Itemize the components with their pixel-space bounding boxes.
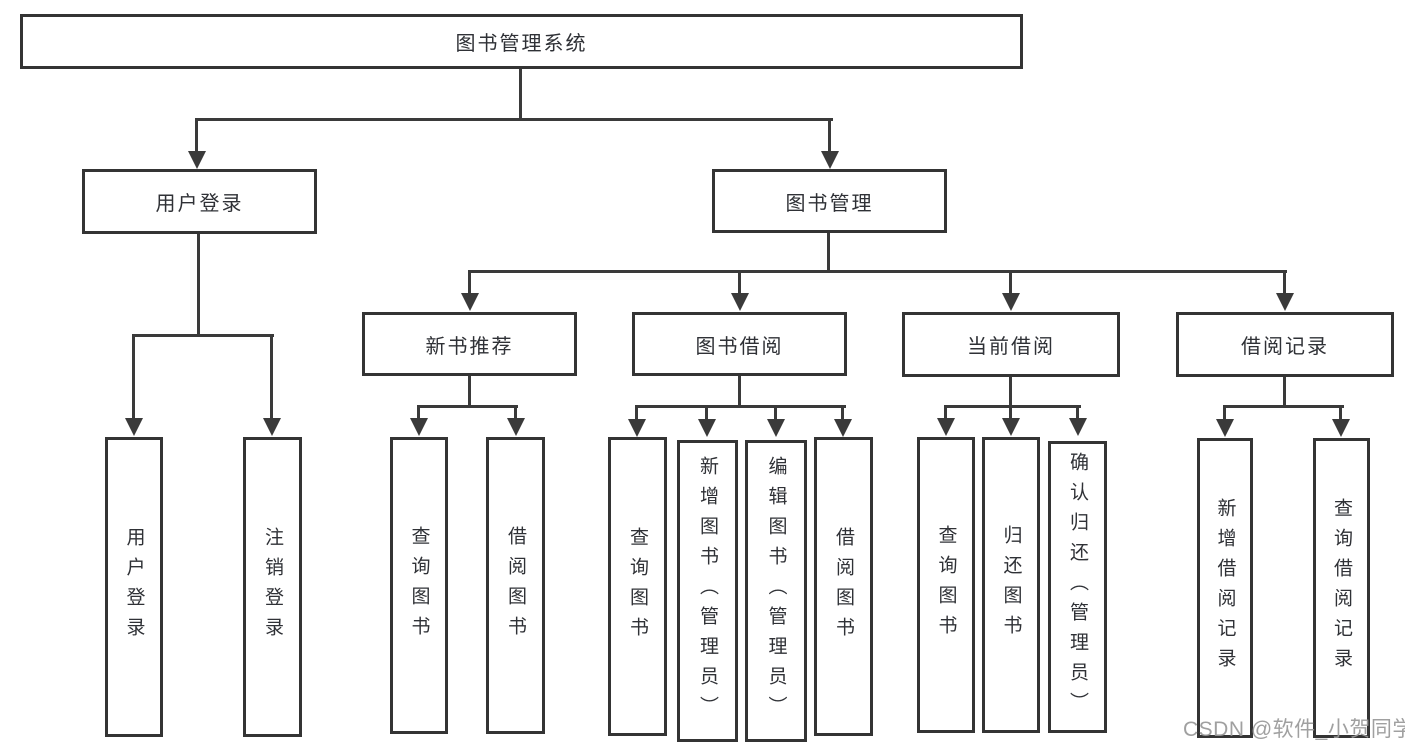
- node-label: 新增借阅记录: [1214, 498, 1236, 678]
- node-logout: 注销登录: [243, 437, 302, 737]
- watermark: CSDN @软件_小贺同学: [1183, 718, 1405, 741]
- node-borrow-books-recommend: 借阅图书: [486, 437, 545, 734]
- connector-line: [270, 334, 273, 420]
- connector-line: [132, 334, 135, 420]
- connector-line: [132, 334, 274, 337]
- node-add-borrow-record: 新增借阅记录: [1197, 438, 1253, 738]
- arrow-down-icon: [1276, 293, 1294, 311]
- arrow-down-icon: [698, 419, 716, 437]
- node-library-management-system: 图书管理系统: [20, 14, 1023, 69]
- node-borrowing-records: 借阅记录: [1176, 312, 1394, 377]
- connector-line: [774, 405, 777, 421]
- connector-line: [944, 405, 1081, 408]
- connector-line: [1283, 270, 1286, 297]
- connector-line: [841, 405, 844, 421]
- node-label: 查询借阅记录: [1331, 498, 1352, 678]
- connector-line: [828, 118, 831, 153]
- arrow-down-icon: [1332, 419, 1350, 437]
- arrow-down-icon: [821, 151, 839, 169]
- connector-line: [196, 118, 833, 121]
- arrow-down-icon: [188, 151, 206, 169]
- connector-line: [468, 375, 471, 408]
- connector-line: [944, 405, 947, 421]
- node-user-login-leaf: 用户登录: [105, 437, 163, 737]
- connector-line: [417, 405, 518, 408]
- connector-line: [417, 405, 420, 421]
- node-label: 新增图书（管理员）: [697, 456, 718, 726]
- node-label: 用户登录: [123, 527, 145, 647]
- connector-line: [705, 405, 708, 421]
- arrow-down-icon: [410, 418, 428, 436]
- arrow-down-icon: [1069, 418, 1087, 436]
- connector-line: [1009, 405, 1012, 421]
- node-user-login: 用户登录: [82, 169, 317, 234]
- connector-line: [827, 232, 830, 273]
- node-query-books-current: 查询图书: [917, 437, 975, 733]
- connector-line: [1009, 376, 1012, 408]
- node-label: 借阅图书: [505, 525, 526, 646]
- node-label: 图书管理系统: [455, 33, 588, 55]
- connector-line: [197, 233, 200, 337]
- connector-line: [1009, 270, 1012, 297]
- node-label: 借阅记录: [1241, 336, 1329, 358]
- arrow-down-icon: [263, 418, 281, 436]
- node-query-borrow-record: 查询借阅记录: [1313, 438, 1370, 738]
- node-add-books-admin: 新增图书（管理员）: [677, 440, 738, 742]
- connector-line: [1223, 405, 1344, 408]
- arrow-down-icon: [834, 419, 852, 437]
- connector-line: [468, 270, 471, 297]
- connector-line: [1339, 405, 1342, 421]
- arrow-down-icon: [1216, 419, 1234, 437]
- arrow-down-icon: [767, 419, 785, 437]
- arrow-down-icon: [731, 293, 749, 311]
- connector-line: [635, 405, 638, 421]
- node-book-management: 图书管理: [712, 169, 947, 233]
- node-label: 新书推荐: [425, 335, 514, 358]
- connector-line: [519, 68, 522, 120]
- connector-line: [738, 374, 741, 408]
- node-label: 图书借阅: [695, 335, 784, 358]
- node-query-books-borrowing: 查询图书: [608, 437, 667, 736]
- node-new-book-recommendation: 新书推荐: [362, 312, 577, 376]
- connector-line: [468, 270, 1287, 273]
- node-borrow-books-borrowing: 借阅图书: [814, 437, 873, 736]
- arrow-down-icon: [507, 418, 525, 436]
- node-query-books-recommend: 查询图书: [390, 437, 448, 734]
- node-label: 确认归还（管理员）: [1067, 452, 1088, 722]
- connector-line: [1076, 405, 1079, 421]
- arrow-down-icon: [628, 419, 646, 437]
- node-label: 查询图书: [935, 525, 957, 645]
- node-confirm-return-admin: 确认归还（管理员）: [1048, 441, 1107, 733]
- arrow-down-icon: [1002, 418, 1020, 436]
- node-edit-books-admin: 编辑图书（管理员）: [745, 440, 807, 742]
- arrow-down-icon: [937, 418, 955, 436]
- node-label: 注销登录: [262, 527, 283, 647]
- node-label: 图书管理: [785, 192, 874, 215]
- node-label: 当前借阅: [967, 336, 1055, 358]
- node-label: 查询图书: [627, 526, 648, 647]
- arrow-down-icon: [461, 293, 479, 311]
- arrow-down-icon: [125, 418, 143, 436]
- connector-line: [1223, 405, 1226, 421]
- node-label: 借阅图书: [833, 526, 854, 647]
- arrow-down-icon: [1002, 293, 1020, 311]
- node-label: 归还图书: [1000, 525, 1022, 645]
- node-label: 查询图书: [408, 525, 430, 646]
- node-label: 编辑图书（管理员）: [765, 456, 787, 726]
- node-label: 用户登录: [155, 193, 244, 215]
- connector-line: [635, 405, 846, 408]
- node-return-books: 归还图书: [982, 437, 1040, 733]
- connector-line: [195, 118, 198, 153]
- connector-line: [514, 405, 517, 421]
- connector-line: [738, 270, 741, 297]
- node-current-borrowing: 当前借阅: [902, 312, 1120, 377]
- connector-line: [1283, 376, 1286, 408]
- node-book-borrowing: 图书借阅: [632, 312, 847, 376]
